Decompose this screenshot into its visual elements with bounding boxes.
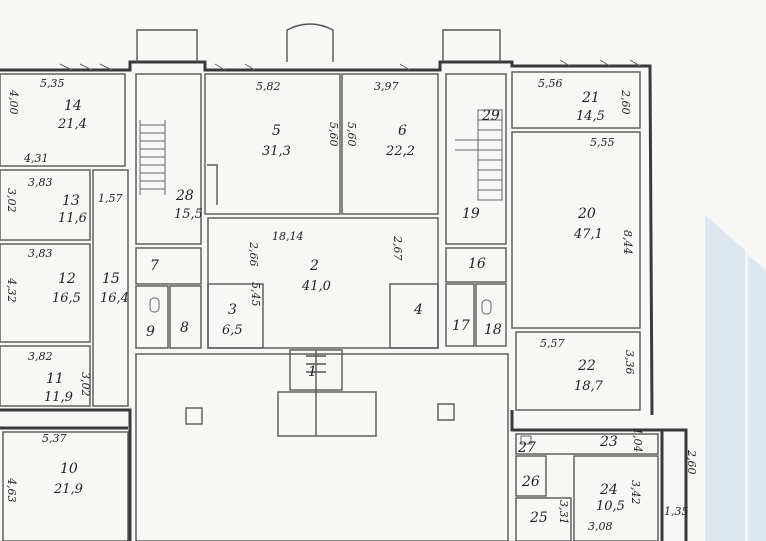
room-22-number: 22: [577, 358, 596, 374]
dimension-label: 3,02: [79, 372, 92, 397]
dimension-label: 1,04: [631, 428, 644, 453]
dimension-label: 5,60: [327, 122, 340, 147]
dimension-label: 5,55: [590, 136, 615, 149]
watermark-stripes: [705, 215, 766, 541]
left-rooms: [0, 73, 129, 541]
dimension-label: 5,57: [540, 337, 565, 350]
room-20-number: 20: [577, 206, 596, 222]
dimension-label: 1,35: [664, 505, 689, 518]
room-13-number: 13: [62, 193, 80, 209]
dimension-label: 3,02: [5, 188, 18, 213]
room-10-area: 21,9: [53, 482, 83, 497]
right-rooms: [511, 71, 641, 411]
room-20-area: 47,1: [573, 227, 603, 242]
dimension-label: 1,57: [98, 192, 123, 205]
room-12-number: 12: [58, 271, 76, 287]
dimension-label: 4,00: [7, 89, 20, 115]
room-3-area: 6,5: [222, 323, 243, 338]
room-14-number: 14: [64, 98, 82, 114]
room-15-number: 15: [102, 271, 120, 287]
room-21-area: 14,5: [576, 109, 605, 124]
room-22-area: 18,7: [574, 379, 604, 394]
dimension-label: 8,44: [621, 230, 634, 255]
dimension-label: 3,31: [557, 500, 570, 525]
room-14-area: 21,4: [57, 117, 87, 132]
room-5-number: 5: [272, 123, 281, 139]
dimension-label: 4,32: [5, 277, 18, 303]
courtyard: [135, 353, 509, 541]
dimension-label: 3,97: [374, 80, 399, 93]
room-3-number: 3: [228, 302, 237, 318]
stair-block-right: [445, 73, 507, 347]
dimension-label: 2,66: [247, 241, 260, 267]
room-6-area: 22,2: [385, 144, 415, 159]
dimension-label: 2,60: [685, 449, 698, 475]
dimension-label: 4,63: [5, 477, 18, 503]
room-23-number: 23: [599, 434, 618, 450]
room-26-number: 26: [521, 474, 540, 490]
outer-walls: [0, 23, 688, 541]
dimension-label: 18,14: [272, 230, 304, 243]
room-29-number: 29: [481, 108, 500, 124]
room-24-area: 10,5: [596, 499, 625, 514]
room-6-number: 6: [398, 123, 407, 139]
dimension-label: 3,42: [629, 480, 642, 505]
room-16-number: 16: [468, 256, 486, 272]
room-11-number: 11: [46, 371, 64, 387]
dimension-label: 3,36: [623, 350, 636, 375]
room-5-area: 31,3: [262, 144, 291, 159]
room-28-number: 28: [175, 188, 194, 204]
room-11-area: 11,9: [44, 390, 73, 405]
room-19-number: 19: [462, 206, 480, 222]
room-13-area: 11,6: [58, 211, 87, 226]
central-rooms: [204, 73, 439, 437]
dimension-label: 3,83: [28, 247, 53, 260]
dimension-label: 3,08: [588, 520, 613, 533]
dimension-label: 5,45: [249, 282, 262, 307]
bottom-right-rooms: [515, 433, 659, 541]
room-2-number: 2: [309, 258, 319, 274]
dimension-label: 5,37: [42, 432, 67, 445]
dimension-label: 5,60: [345, 122, 358, 147]
dimension-label: 5,35: [40, 77, 65, 90]
room-25-number: 25: [529, 510, 548, 526]
dimension-label: 2,60: [619, 89, 632, 115]
dimension-label: 2,67: [391, 235, 404, 261]
room-7-number: 7: [150, 258, 159, 274]
room-10-number: 10: [60, 461, 78, 477]
room-1-number: 1: [308, 364, 317, 380]
room-15-area: 16,4: [100, 291, 129, 306]
dimension-label: 5,82: [256, 80, 281, 93]
room-18-number: 18: [484, 322, 502, 338]
room-24-number: 24: [599, 482, 618, 498]
dimension-label: 5,56: [538, 77, 563, 90]
room-4-number: 4: [413, 302, 423, 318]
room-12-area: 16,5: [52, 291, 81, 306]
room-2-area: 41,0: [301, 279, 331, 294]
dimension-label: 3,82: [28, 350, 53, 363]
room-9-number: 9: [146, 324, 155, 340]
stair-block-left: [135, 73, 202, 349]
room-21-number: 21: [581, 90, 600, 106]
dimension-label: 3,83: [28, 176, 53, 189]
dimension-label: 4,31: [23, 152, 49, 165]
room-27-number: 27: [517, 440, 536, 456]
room-8-number: 8: [180, 320, 189, 336]
dimension-labels: 5,35 4,00 4,31 3,83 3,02 1,57 3,83 4,32 …: [5, 77, 698, 533]
room-28-area: 15,5: [174, 207, 203, 222]
room-labels: 14 21,4 13 11,6 12 16,5 11 11,9 10 21,9 …: [44, 90, 625, 526]
room-17-number: 17: [452, 318, 470, 334]
